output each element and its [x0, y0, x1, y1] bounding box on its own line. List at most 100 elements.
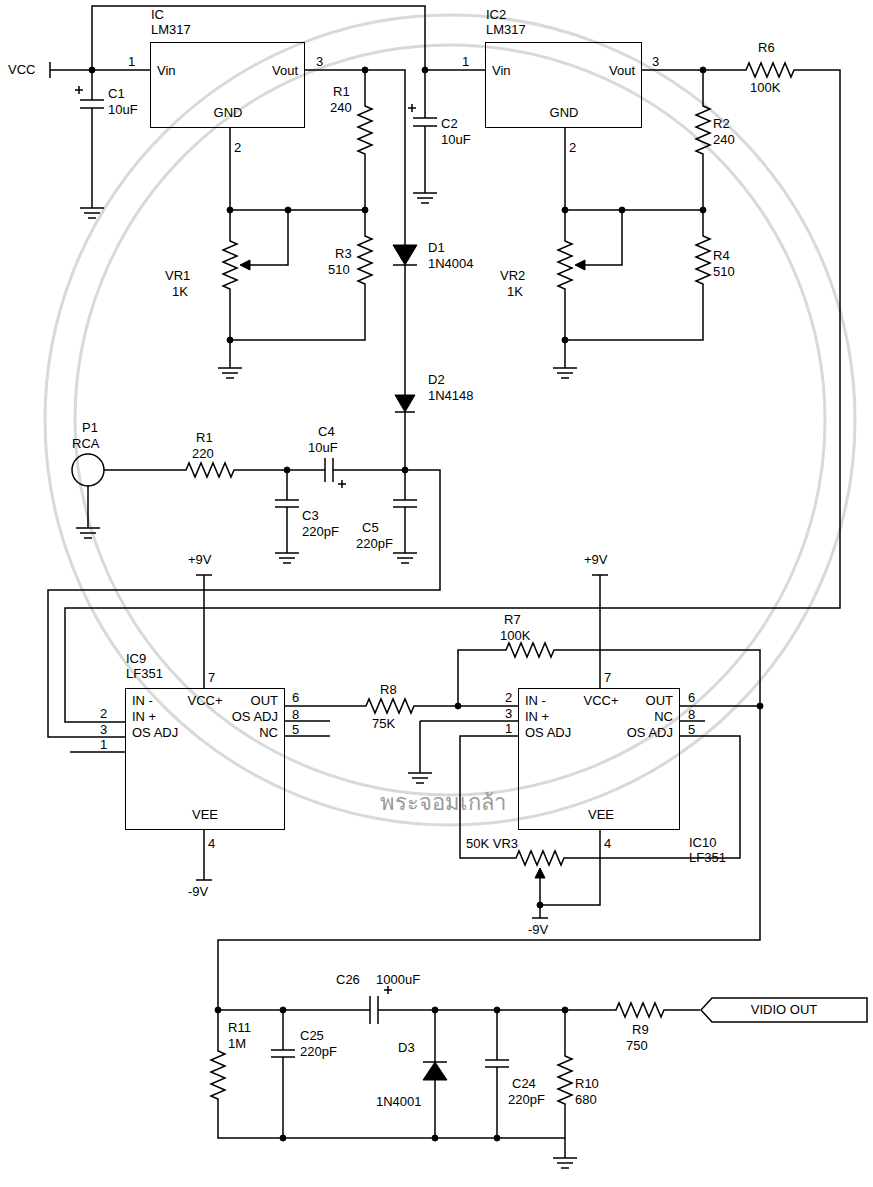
pin-number: 7	[604, 670, 611, 685]
pin-name: Vin	[157, 63, 176, 78]
part-label: 1N4004	[428, 256, 474, 271]
ic-box: IC10 LF351IN -IN +OS ADJOS ADJVCC+OUTNCV…	[518, 688, 680, 830]
wire	[305, 70, 405, 245]
part-label: 1000uF	[376, 972, 420, 987]
wire	[70, 751, 125, 753]
capacitor-symbol	[370, 986, 392, 1024]
junction-dot	[362, 67, 368, 73]
part-label: R1	[196, 430, 213, 445]
part-label: D1	[428, 240, 445, 255]
ground-symbol	[218, 360, 242, 378]
part-label: R9	[632, 1022, 649, 1037]
part-label: R10	[575, 1076, 599, 1091]
pin-name: OUT	[251, 693, 278, 708]
part-label: 240	[713, 132, 735, 147]
supply-label: +9V	[188, 552, 212, 567]
part-label: 1N4001	[376, 1094, 422, 1109]
pin-number: 1	[128, 54, 135, 69]
junction-dot	[362, 207, 368, 213]
wire	[48, 6, 840, 1150]
junction-dot	[537, 902, 543, 908]
pin-name: Vout	[272, 63, 298, 78]
wire	[532, 830, 600, 918]
resistor-symbol	[500, 643, 560, 657]
pin-number: 7	[208, 670, 215, 685]
ic-box: IC9 LF351IN -IN +OS ADJVCC+OUTOS ADJNCVE…	[125, 688, 285, 830]
part-label: C26	[336, 972, 360, 987]
ground-symbol	[408, 765, 432, 783]
capacitor-symbol	[325, 458, 346, 488]
part-label: 220pF	[302, 524, 339, 539]
capacitor-symbol	[271, 1010, 295, 1138]
junction-dot	[562, 1007, 568, 1013]
wire	[539, 876, 541, 905]
junction-dot	[422, 67, 428, 73]
resistor-symbol	[358, 230, 372, 290]
pin-number: 1	[505, 721, 512, 736]
pin-name: IN +	[525, 709, 549, 724]
resistor-symbol	[696, 100, 710, 160]
part-label: 50K VR3	[466, 836, 518, 851]
wire	[246, 210, 288, 265]
part-label: R7	[504, 612, 521, 627]
pin-number: 3	[100, 722, 107, 737]
pin-name: VCC+	[187, 693, 222, 708]
pin-name: GND	[214, 105, 243, 120]
part-label: 1K	[507, 284, 523, 299]
wire	[230, 128, 365, 210]
ic-heading: IC LM317	[151, 7, 201, 37]
part-label: 220pF	[300, 1044, 337, 1059]
resistor-symbol	[558, 1050, 572, 1110]
pin-number: 6	[292, 690, 299, 705]
part-label: R11	[228, 1020, 251, 1035]
resistor-symbol	[610, 1003, 670, 1017]
part-label: 100K	[750, 80, 780, 95]
part-label: 510	[328, 262, 350, 277]
wire	[404, 265, 406, 470]
part-label: C2	[441, 116, 458, 131]
ground-symbol	[76, 520, 100, 538]
supply-label: -9V	[188, 884, 208, 899]
ground-symbol	[393, 545, 417, 563]
part-label: 10uF	[108, 102, 138, 117]
diode-symbol	[395, 395, 415, 412]
junction-dot	[494, 1007, 500, 1013]
ic-heading: IC2 LM317	[486, 7, 536, 37]
wiper-arrow	[240, 260, 250, 270]
pin-number: 3	[316, 54, 323, 69]
wiper-arrow	[575, 260, 585, 270]
wiper-arrow	[240, 260, 585, 878]
pin-number: 8	[688, 707, 695, 722]
capacitor-symbol	[75, 70, 509, 1138]
part-label: C24	[512, 1076, 536, 1091]
ic-box: IC LM317VinVoutGND	[150, 42, 305, 128]
part-label: VR1	[165, 268, 190, 283]
ic-heading: IC10 LF351	[689, 835, 739, 865]
resistor-symbol	[360, 699, 420, 713]
junction-dot	[562, 337, 568, 343]
pin-name: NC	[259, 725, 278, 740]
wire	[565, 128, 703, 210]
wire	[218, 1010, 565, 1138]
resistor-symbol	[740, 63, 800, 77]
part-label: R3	[335, 246, 352, 261]
pin-number: 3	[505, 706, 512, 721]
pin-name: OUT	[646, 693, 673, 708]
junction-dot	[215, 1007, 221, 1013]
junction-dot	[402, 467, 408, 473]
resistor-symbol	[180, 63, 800, 1110]
potentiometer-symbol	[510, 851, 570, 865]
part-label: 220pF	[356, 536, 393, 551]
watermark-seal	[75, 45, 825, 795]
pin-number: 3	[652, 54, 659, 69]
wiper-arrow	[535, 868, 545, 878]
junction-dot	[619, 207, 625, 213]
wire	[425, 69, 485, 71]
part-label: D2	[428, 372, 445, 387]
pin-name: Vout	[609, 63, 635, 78]
pin-number: 4	[604, 836, 611, 851]
pin-name: IN -	[132, 693, 153, 708]
potentiometer-symbol	[223, 235, 572, 865]
part-label: R2	[713, 116, 730, 131]
